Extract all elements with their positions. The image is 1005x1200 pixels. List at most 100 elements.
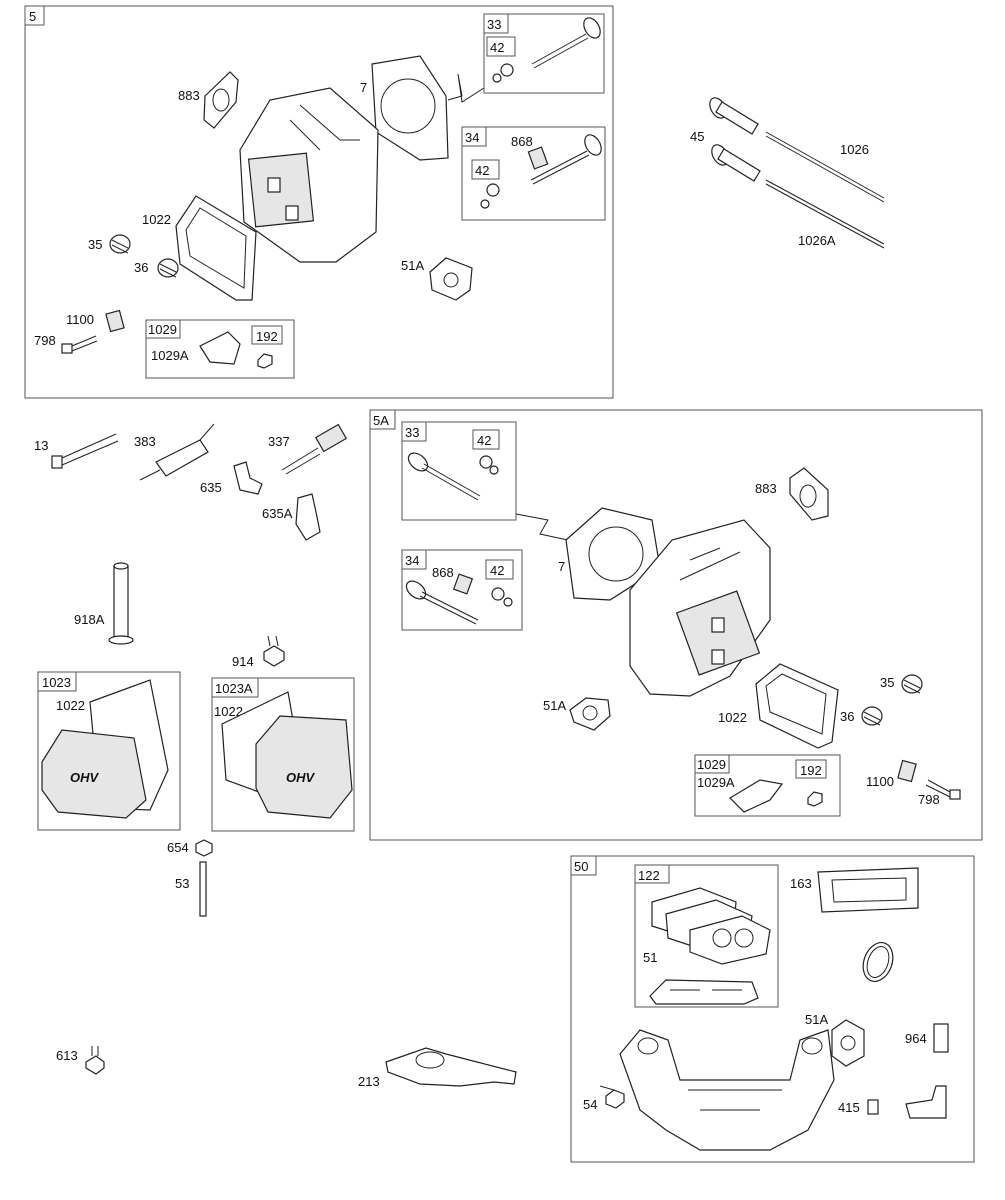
valve-keeper — [492, 73, 502, 83]
sleeve-964 — [933, 1023, 949, 1053]
group-5: 5 33 42 34 42 868 883 7 — [24, 5, 614, 399]
callout-1029: 1029 — [148, 322, 177, 337]
label-635: 635 — [200, 480, 222, 495]
cylinder-head — [239, 87, 379, 263]
valve-guide — [527, 146, 549, 170]
callout-5: 5 — [29, 9, 36, 24]
label-51: 51 — [643, 950, 657, 965]
intake-gasket-set — [649, 887, 771, 1005]
cover-stud — [199, 861, 207, 917]
label-1022d: 1022 — [718, 710, 747, 725]
label-163: 163 — [790, 876, 812, 891]
rocker-nut — [105, 309, 125, 333]
label-7: 7 — [360, 80, 367, 95]
rocker-cover-gasket — [175, 195, 257, 301]
label-7b: 7 — [558, 559, 565, 574]
label-654: 654 — [167, 840, 189, 855]
label-45: 45 — [690, 129, 704, 144]
label-415: 415 — [838, 1100, 860, 1115]
breather-tube — [139, 423, 215, 481]
bracket-213 — [385, 1047, 517, 1087]
label-798b: 798 — [918, 792, 940, 807]
label-635a: 635A — [262, 506, 293, 521]
rocker-arm — [199, 331, 241, 365]
callout-192b: 192 — [800, 763, 822, 778]
exhaust-valve — [530, 134, 602, 185]
label-918a: 918A — [74, 612, 105, 627]
label-964: 964 — [905, 1031, 927, 1046]
group-50: 50 122 51 163 51A 964 — [570, 855, 975, 1163]
dipstick-tube — [108, 562, 134, 645]
ohv-mark-a: OHV — [286, 770, 316, 785]
exhaust-valve-5a — [405, 580, 479, 625]
label-51a-c: 51A — [805, 1012, 828, 1027]
valve-keeper-b — [480, 199, 490, 209]
valve-spring-35 — [109, 234, 131, 254]
cover-screw — [263, 635, 285, 667]
elbow-fitting — [233, 461, 263, 495]
pushrods: 45 1026 1026A — [690, 97, 885, 249]
intake-manifold — [619, 1029, 835, 1151]
intake-valve-5a — [407, 452, 481, 501]
hex-nut-654 — [195, 839, 213, 857]
rocker-cover-a: OHV — [255, 715, 353, 819]
elbow-fitting-a — [295, 493, 321, 541]
label-54: 54 — [583, 1097, 597, 1112]
label-798: 798 — [34, 333, 56, 348]
valve-seal-b — [486, 183, 500, 197]
group-5a: 5A 33 42 34 42 868 7 — [369, 409, 983, 841]
label-1022b: 1022 — [56, 698, 85, 713]
label-868b: 868 — [432, 565, 454, 580]
manifold-bolt — [599, 1085, 625, 1109]
label-914: 914 — [232, 654, 254, 669]
label-1026a: 1026A — [798, 233, 836, 248]
callout-34b: 34 — [405, 553, 419, 568]
label-1029a-b: 1029A — [697, 775, 735, 790]
callout-42c: 42 — [477, 433, 491, 448]
label-36b: 36 — [840, 709, 854, 724]
cylinder-head-5a — [629, 519, 771, 697]
callout-42: 42 — [490, 40, 504, 55]
label-1022: 1022 — [142, 212, 171, 227]
intake-gasket-51a-5a — [569, 697, 611, 731]
label-1022c: 1022 — [214, 704, 243, 719]
callout-34: 34 — [465, 130, 479, 145]
spark-plug — [281, 423, 348, 475]
intake-gasket-51a-50 — [831, 1019, 865, 1067]
label-883b: 883 — [755, 481, 777, 496]
label-1029a: 1029A — [151, 348, 189, 363]
rocker-cover: OHV — [41, 729, 147, 819]
o-ring — [862, 942, 894, 982]
rocker-stud-5a — [925, 779, 961, 800]
hex-nut — [257, 353, 273, 369]
callout-122: 122 — [638, 868, 660, 883]
callout-33b: 33 — [405, 425, 419, 440]
valve-spring-36 — [157, 258, 179, 278]
label-213: 213 — [358, 1074, 380, 1089]
label-337: 337 — [268, 434, 290, 449]
rocker-stud — [61, 335, 98, 354]
valve-seal — [500, 63, 514, 77]
label-1100b: 1100 — [866, 774, 894, 789]
exhaust-gasket-5a — [789, 467, 829, 521]
label-53: 53 — [175, 876, 189, 891]
valve-spring-36-5a — [861, 706, 883, 726]
label-51a-b: 51A — [543, 698, 566, 713]
exhaust-gasket — [203, 71, 239, 129]
callout-192: 192 — [256, 329, 278, 344]
plug-415 — [867, 1099, 879, 1115]
elbow-50 — [905, 1085, 947, 1119]
label-1100: 1100 — [66, 312, 94, 327]
ohv-mark: OHV — [70, 770, 100, 785]
label-13: 13 — [34, 438, 48, 453]
head-gasket — [371, 55, 449, 161]
callout-1029b: 1029 — [697, 757, 726, 772]
callout-42b: 42 — [475, 163, 489, 178]
label-868: 868 — [511, 134, 533, 149]
label-613: 613 — [56, 1048, 78, 1063]
label-36: 36 — [134, 260, 148, 275]
callout-50: 50 — [574, 859, 588, 874]
bolt-613 — [85, 1046, 105, 1075]
callout-1023a: 1023A — [215, 681, 253, 696]
